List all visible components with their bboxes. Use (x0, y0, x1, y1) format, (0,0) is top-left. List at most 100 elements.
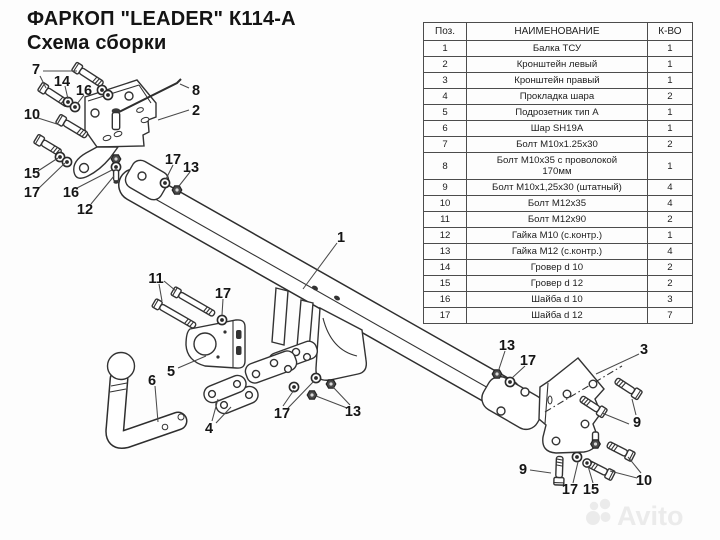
callout-leader-line (287, 380, 315, 409)
callout-leader-line (154, 385, 159, 423)
callout-number: 13 (183, 160, 199, 176)
callout-number: 5 (167, 364, 175, 380)
watermark-logo-dot (586, 511, 600, 525)
callout-number: 1 (337, 230, 345, 246)
callout-leader-line (76, 169, 113, 189)
callout-number: 8 (192, 83, 200, 99)
watermark-text: Avito (617, 501, 684, 531)
callout-number: 6 (148, 373, 156, 389)
callout-number: 12 (77, 202, 93, 218)
part-beam-rear-plate (481, 375, 545, 431)
watermark-logo-dot (589, 501, 599, 511)
callout-leader-line (601, 412, 630, 425)
callout-leader-line (90, 175, 115, 205)
callout-number: 17 (24, 185, 40, 201)
table-cell: 12 (422, 227, 468, 244)
watermark: Avito (586, 498, 684, 531)
callout-leader-line (158, 283, 163, 302)
callout-leader-line (587, 465, 594, 484)
part-wire-bolt (111, 78, 182, 131)
callout-leader-line (215, 406, 232, 424)
part-ball-gaskets (203, 374, 259, 415)
callout-leader-line (39, 75, 47, 89)
callout-leader-line (177, 355, 207, 369)
callout-leader-line (76, 94, 85, 105)
callout-number: 14 (54, 74, 70, 90)
part-right-bracket-bolts (553, 375, 644, 486)
callout-leader-line (627, 456, 642, 474)
callout-leader-line (37, 162, 66, 190)
table-cell: Гайка М12 (с.контр.) (466, 243, 648, 260)
title-block: ФАРКОП "LEADER" К114-А Схема сборки (27, 7, 296, 55)
part-beam-front-plate (124, 159, 170, 201)
table-cell: Болт М10х35 с проволокой 170мм (466, 152, 648, 180)
callout-leader-line (609, 470, 638, 479)
callout-number: 9 (519, 462, 527, 478)
callout-number: 15 (24, 166, 40, 182)
table-cell: 7 (646, 307, 694, 324)
table-cell: 17 (422, 307, 468, 324)
callout-leader-line (315, 395, 348, 409)
part-socket-bracket (185, 319, 246, 369)
part-tow-beam (118, 168, 522, 412)
callout-leader-line (332, 386, 351, 406)
callout-leader-line (211, 398, 219, 422)
callout-leader-line (631, 398, 637, 416)
callout-number: 13 (499, 338, 515, 354)
callout-leader-line (157, 109, 190, 121)
callout-number: 7 (32, 62, 40, 78)
callout-leader-line (64, 85, 69, 100)
callout-leader-line (178, 171, 191, 187)
callout-leader-line (221, 298, 224, 316)
callout-leader-line (302, 242, 338, 290)
callout-leader-line (529, 469, 552, 474)
page-title: ФАРКОП "LEADER" К114-А (27, 8, 296, 30)
callout-leader-line (595, 353, 640, 375)
part-left-bracket (73, 79, 157, 179)
callout-number: 16 (76, 83, 92, 99)
table-cell: Шайба d 10 (466, 291, 648, 308)
callout-number: 2 (192, 103, 200, 119)
callout-number: 16 (63, 185, 79, 201)
callout-number: 17 (520, 353, 536, 369)
callout-number: 13 (345, 404, 361, 420)
callout-leader-line (163, 280, 177, 292)
watermark-logo-dot (600, 512, 611, 522)
callout-number: 10 (636, 473, 652, 489)
callout-number: 15 (583, 482, 599, 498)
callout-number: 9 (633, 415, 641, 431)
callout-leader-line (511, 365, 526, 379)
callout-number: 17 (165, 152, 181, 168)
callout-number: 17 (274, 406, 290, 422)
callout-number: 3 (640, 342, 648, 358)
callout-number: 4 (205, 421, 213, 437)
callout-leader-line (37, 117, 61, 126)
part-right-bracket (538, 357, 623, 454)
callout-leader-line (179, 83, 190, 89)
callout-number: 17 (562, 482, 578, 498)
page-subtitle: Схема сборки (27, 32, 167, 54)
part-left-bracket-bolts (32, 61, 183, 195)
part-beam-hangers (244, 287, 368, 384)
callout-number: 11 (148, 271, 163, 287)
callout-leader-line (498, 350, 506, 370)
callout-number: 10 (24, 107, 40, 123)
callout-leader-line (572, 461, 579, 484)
part-hitch-ball (105, 351, 188, 449)
